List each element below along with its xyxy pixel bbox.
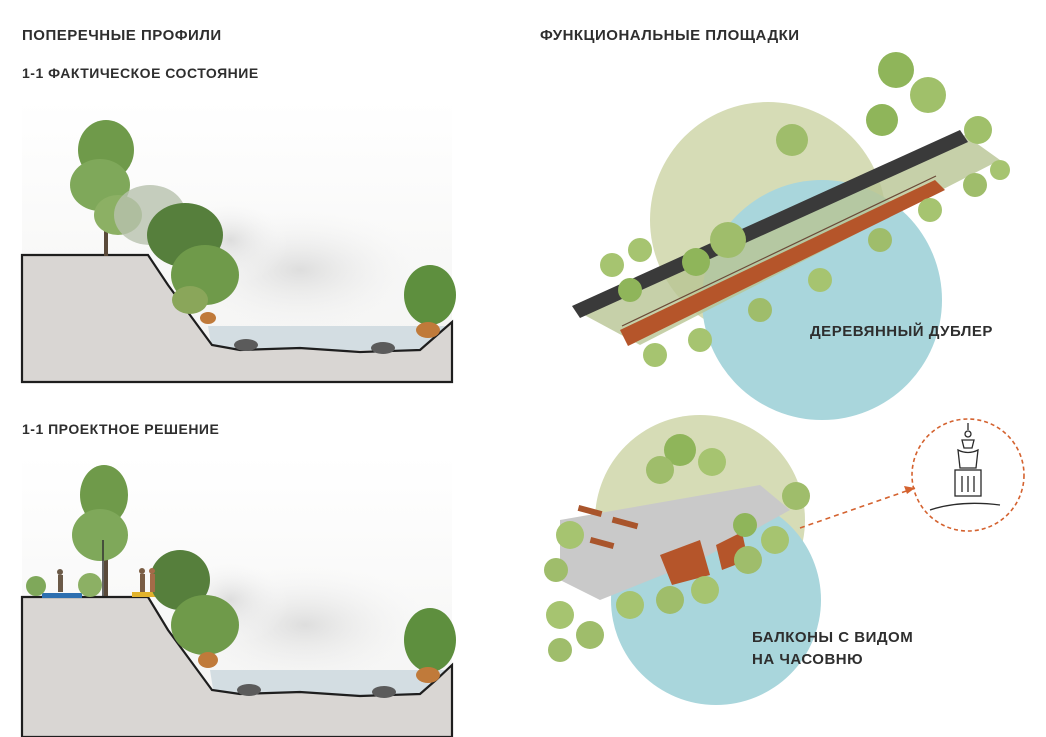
cross-section-project [20, 455, 456, 737]
trees [544, 434, 810, 662]
tree-group-left [70, 120, 239, 324]
rock [234, 339, 258, 351]
pedestrians [57, 568, 155, 592]
bench [577, 504, 603, 518]
asphalt-path [572, 130, 968, 318]
tree-group-left [26, 465, 239, 668]
cross-section-existing [20, 100, 456, 384]
caption-balconies-line1: БАЛКОНЫ С ВИДОМ [752, 629, 914, 646]
chapel-icon [929, 423, 1001, 511]
caption-balconies-line2: НА ЧАСОВНЮ [752, 651, 864, 668]
ground-profile [20, 253, 454, 384]
axonometry-balconies [544, 415, 1025, 705]
bike-lane [42, 593, 82, 598]
right-section-title: ФУНКЦИОНАЛЬНЫЕ ПЛОЩАДКИ [540, 27, 800, 44]
bench [589, 536, 615, 550]
rock [237, 684, 261, 696]
profile-existing-heading: 1-1 ФАКТИЧЕСКОЕ СОСТОЯНИЕ [22, 65, 259, 81]
view-line [799, 487, 916, 529]
trees [600, 52, 1010, 367]
balcony-deck [660, 540, 710, 585]
bench [611, 516, 639, 530]
profile-project-heading: 1-1 ПРОЕКТНОЕ РЕШЕНИЕ [22, 421, 220, 437]
viewing-deck [132, 592, 168, 597]
chapel-callout [911, 418, 1025, 532]
axonometry-wooden-duplicate [572, 52, 1010, 420]
boardwalk [620, 180, 945, 346]
rock [372, 686, 396, 698]
rock [371, 342, 395, 354]
paved-plaza [560, 485, 790, 600]
tree-group-right [404, 608, 456, 683]
caption-wooden-duplicate: ДЕРЕВЯННЫЙ ДУБЛЕР [810, 323, 993, 340]
ground-profile [20, 595, 454, 737]
tree-group-right [404, 265, 456, 338]
left-section-title: ПОПЕРЕЧНЫЕ ПРОФИЛИ [22, 27, 222, 44]
